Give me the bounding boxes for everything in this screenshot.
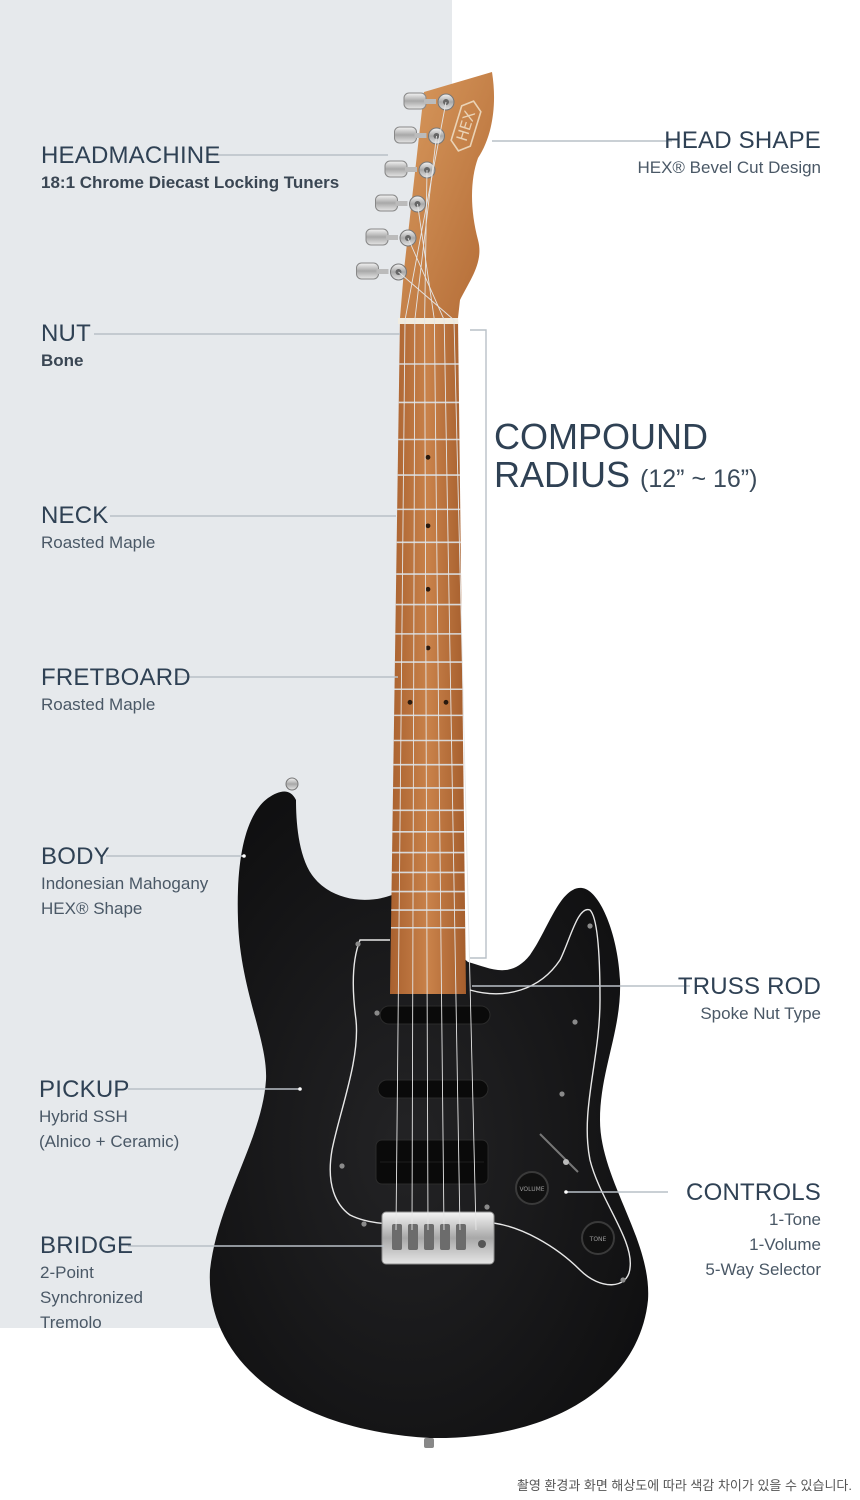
spec-title: BRIDGE (40, 1232, 134, 1259)
spec-desc: Tremolo (40, 1313, 102, 1332)
spec-desc: Roasted Maple (41, 533, 156, 552)
spec-title: HEADMACHINE (41, 142, 221, 169)
strap-button-bottom (424, 1438, 434, 1448)
spec-desc: 1-Tone (769, 1210, 821, 1229)
spec-neck: NECK Roasted Maple (41, 502, 155, 555)
tuner-shaft (424, 99, 436, 104)
spec-pickup: PICKUP Hybrid SSH (Alnico + Ceramic) (39, 1076, 179, 1154)
spec-desc: Synchronized (40, 1288, 144, 1307)
tone-knob-label: TONE (589, 1236, 607, 1243)
fret-dot (425, 645, 431, 651)
fret-dot (425, 586, 431, 592)
spec-nut: NUT Bone (41, 320, 91, 373)
spec-desc: 18:1 Chrome Diecast Locking Tuners (41, 173, 340, 192)
tuner-shaft (386, 235, 398, 240)
color-disclaimer: 촬영 환경과 화면 해상도에 따라 색감 차이가 있을 수 있습니다. (516, 1478, 852, 1493)
spec-desc: Bone (41, 351, 84, 370)
spec-desc: 1-Volume (749, 1235, 821, 1254)
spec-truss-rod: TRUSS ROD Spoke Nut Type (678, 973, 821, 1026)
tuner-shaft (405, 167, 417, 172)
compound-radius-range: (12” ~ 16”) (640, 465, 758, 493)
spec-title: FRETBOARD (41, 664, 191, 691)
spec-desc: 2-Point (40, 1263, 94, 1282)
spec-head-shape: HEAD SHAPE HEX® Bevel Cut Design (637, 127, 821, 180)
spec-compound-radius: COMPOUND RADIUS (12” ~ 16”) (494, 418, 757, 498)
control-knobs: VOLUME TONE (515, 1133, 615, 1255)
strap-button-top (285, 777, 299, 791)
spec-desc: (Alnico + Ceramic) (39, 1132, 180, 1151)
spec-desc: Spoke Nut Type (700, 1004, 821, 1023)
spec-title: PICKUP (39, 1076, 130, 1103)
volume-knob-label: VOLUME (519, 1186, 544, 1193)
tuner-shaft (414, 133, 427, 138)
spec-body: BODY Indonesian Mahogany HEX® Shape (41, 843, 208, 921)
spec-desc: HEX® Shape (41, 899, 143, 918)
tuner-shaft (376, 269, 389, 274)
spec-controls: CONTROLS 1-Tone 1-Volume 5-Way Selector (686, 1179, 821, 1282)
spec-title: NUT (41, 320, 91, 347)
guitar-string (424, 169, 429, 1231)
spec-title: TRUSS ROD (677, 973, 821, 1000)
tuner-key (356, 262, 379, 280)
fret-markers (407, 454, 449, 705)
fret-dot (443, 699, 449, 705)
guitar-string (407, 237, 461, 1231)
guitar-body (209, 791, 649, 1439)
spec-desc: Roasted Maple (41, 695, 156, 714)
tuning-machines (356, 92, 455, 281)
fret-dot (425, 523, 431, 529)
spec-title: CONTROLS (686, 1179, 821, 1206)
compound-radius-line2: RADIUS (494, 454, 631, 495)
spec-title: HEAD SHAPE (664, 127, 821, 154)
tuner-key (365, 228, 389, 246)
strings (395, 101, 477, 1231)
guitar-string (398, 271, 477, 1231)
fret-dot (425, 454, 431, 460)
spec-headmachine: HEADMACHINE 18:1 Chrome Diecast Locking … (41, 142, 339, 195)
spec-fretboard: FRETBOARD Roasted Maple (41, 664, 191, 717)
spec-desc: Indonesian Mahogany (41, 874, 209, 893)
fret-dot (407, 699, 413, 705)
guitar-string (417, 203, 445, 1231)
spec-desc: HEX® Bevel Cut Design (637, 158, 821, 177)
spec-desc: 5-Way Selector (705, 1260, 821, 1279)
spec-title: NECK (41, 502, 109, 529)
pickguard-screws (339, 923, 626, 1283)
leader-lines (94, 140, 690, 1247)
bridge-plate (381, 1211, 495, 1265)
tuner-key (375, 194, 398, 212)
compound-radius-line1: COMPOUND (494, 416, 708, 457)
bone-nut (398, 318, 458, 324)
frets (390, 363, 466, 929)
spec-desc: Hybrid SSH (39, 1107, 128, 1126)
guitar-string (411, 135, 437, 1231)
spec-bridge: BRIDGE 2-Point Synchronized Tremolo (40, 1232, 143, 1335)
spec-title: BODY (41, 843, 110, 870)
tuner-key (384, 160, 408, 178)
tuner-key (403, 92, 427, 110)
tuner-shaft (395, 201, 408, 206)
pickups (375, 1005, 491, 1185)
pickguard-outline (329, 909, 631, 1286)
tuner-key (394, 126, 417, 144)
